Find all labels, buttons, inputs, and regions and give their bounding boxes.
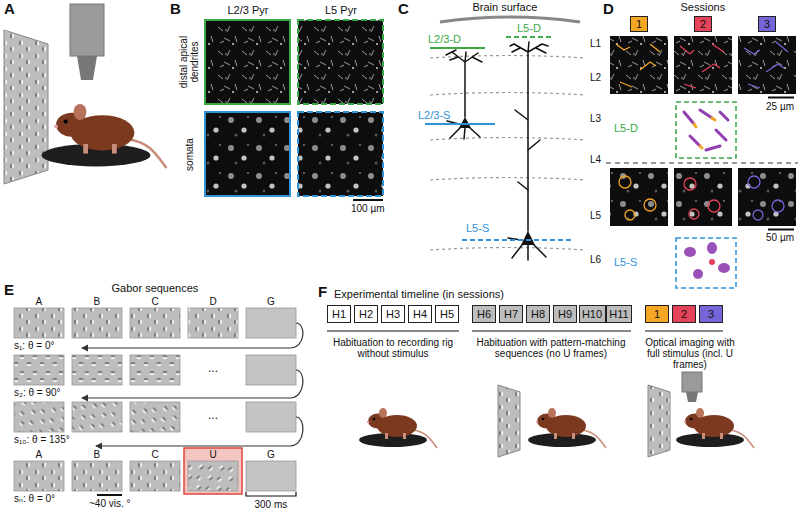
habituation-box: H2 — [354, 305, 378, 323]
recording-label: L5-S — [466, 222, 489, 234]
scale-label: 25 µm — [766, 101, 794, 112]
panel-heading: Sessions — [681, 1, 726, 13]
session-box: 1 — [630, 16, 648, 32]
habituation-box: H1 — [327, 305, 351, 323]
habituation-box: H7 — [499, 305, 523, 323]
frame-letter: A — [36, 449, 43, 460]
column-heading: L5 Pyr — [325, 4, 357, 16]
scale-label: 50 µm — [766, 232, 794, 243]
scale-label: 100 µm — [351, 203, 385, 214]
surface-label: Brain surface — [473, 1, 538, 13]
frame-letter: G — [267, 296, 275, 307]
layer-label: L1 — [590, 38, 601, 49]
phase-description: Habituation with pattern-matching sequen… — [465, 337, 637, 359]
node-text: H9 — [558, 308, 572, 320]
ellipsis: ... — [208, 409, 218, 422]
node-text: 2 — [700, 18, 706, 30]
scale-label: ~40 vis. ° — [89, 498, 131, 509]
node-text: 1 — [654, 308, 660, 320]
habituation-box: H11 — [606, 305, 632, 323]
row-heading: distal apical dendrites — [178, 20, 200, 104]
frame-letter: A — [36, 296, 43, 307]
habituation-box: H4 — [408, 305, 432, 323]
panel-letter: D — [603, 1, 614, 18]
layer-label: L4 — [590, 154, 601, 165]
session-images — [606, 36, 798, 288]
ellipsis: ... — [208, 362, 218, 375]
frame-letter: B — [94, 296, 101, 307]
frame-letter: D — [210, 296, 217, 307]
session-box: 3 — [758, 16, 776, 32]
node-text: 1 — [636, 18, 642, 30]
timeline-illustrations — [327, 331, 754, 457]
session-box: 2 — [694, 16, 712, 32]
layer-label: L5 — [590, 210, 601, 221]
cortex-schematic — [425, 17, 585, 260]
habituation-box: H9 — [553, 305, 577, 323]
scale-bars — [97, 492, 296, 496]
habituation-box: H3 — [381, 305, 405, 323]
recording-label: L5-D — [517, 22, 541, 34]
gabor-frames — [14, 308, 296, 494]
phase-description: Optical imaging with full stimulus (incl… — [638, 337, 742, 370]
panel-letter: A — [4, 1, 15, 18]
session-box: 1 — [645, 305, 669, 323]
habituation-box: H5 — [435, 305, 459, 323]
panel-heading: Gabor sequences — [112, 282, 199, 294]
scale-label: 300 ms — [255, 499, 288, 510]
layer-label: L3 — [590, 113, 601, 124]
sequence-arrows — [82, 323, 303, 446]
sequence-label: s₂: θ = 90° — [14, 387, 61, 398]
panel-letter: F — [318, 284, 327, 301]
node-text: H11 — [609, 308, 628, 320]
sequence-label: sₙ: θ = 0° — [14, 493, 55, 504]
node-text: 3 — [708, 308, 714, 320]
session-box: 2 — [672, 305, 696, 323]
sequence-label: s₁₀: θ = 135° — [14, 434, 70, 445]
frame-letter: U — [210, 449, 217, 460]
recording-label: L5-D — [614, 122, 638, 134]
node-text: H6 — [477, 308, 491, 320]
imaging-fields — [205, 20, 383, 200]
habituation-box: H8 — [526, 305, 550, 323]
setup-illustration — [4, 4, 166, 184]
node-text: H3 — [386, 308, 400, 320]
frame-letter: B — [94, 449, 101, 460]
sequence-label: s₁: θ = 0° — [14, 340, 54, 351]
column-heading: L2/3 Pyr — [228, 4, 269, 16]
panel-letter: E — [4, 282, 14, 299]
node-text: H8 — [531, 308, 545, 320]
habituation-box: H6 — [472, 305, 496, 323]
panel-heading: Experimental timeline (in sessions) — [334, 288, 504, 300]
layer-label: L6 — [590, 254, 601, 265]
node-text: H2 — [359, 308, 373, 320]
session-box: 3 — [699, 305, 723, 323]
node-text: 3 — [764, 18, 770, 30]
recording-label: L2/3-D — [428, 33, 461, 45]
node-text: H1 — [332, 308, 346, 320]
node-text: H5 — [440, 308, 454, 320]
layer-label: L2 — [590, 72, 601, 83]
frame-letter: C — [152, 296, 159, 307]
habituation-box: H10 — [579, 305, 606, 323]
row-heading: somata — [183, 138, 194, 171]
node-text: 2 — [681, 308, 687, 320]
frame-letter: G — [267, 449, 275, 460]
frame-letter: C — [152, 449, 159, 460]
recording-label: L2/3-S — [418, 109, 450, 121]
recording-label: L5-S — [614, 256, 637, 268]
phase-description: Habituation to recording rig without sti… — [326, 337, 460, 359]
node-text: H4 — [413, 308, 427, 320]
node-text: H7 — [504, 308, 518, 320]
panel-letter: C — [398, 1, 409, 18]
panel-letter: B — [170, 1, 181, 18]
node-text: H10 — [582, 308, 602, 320]
